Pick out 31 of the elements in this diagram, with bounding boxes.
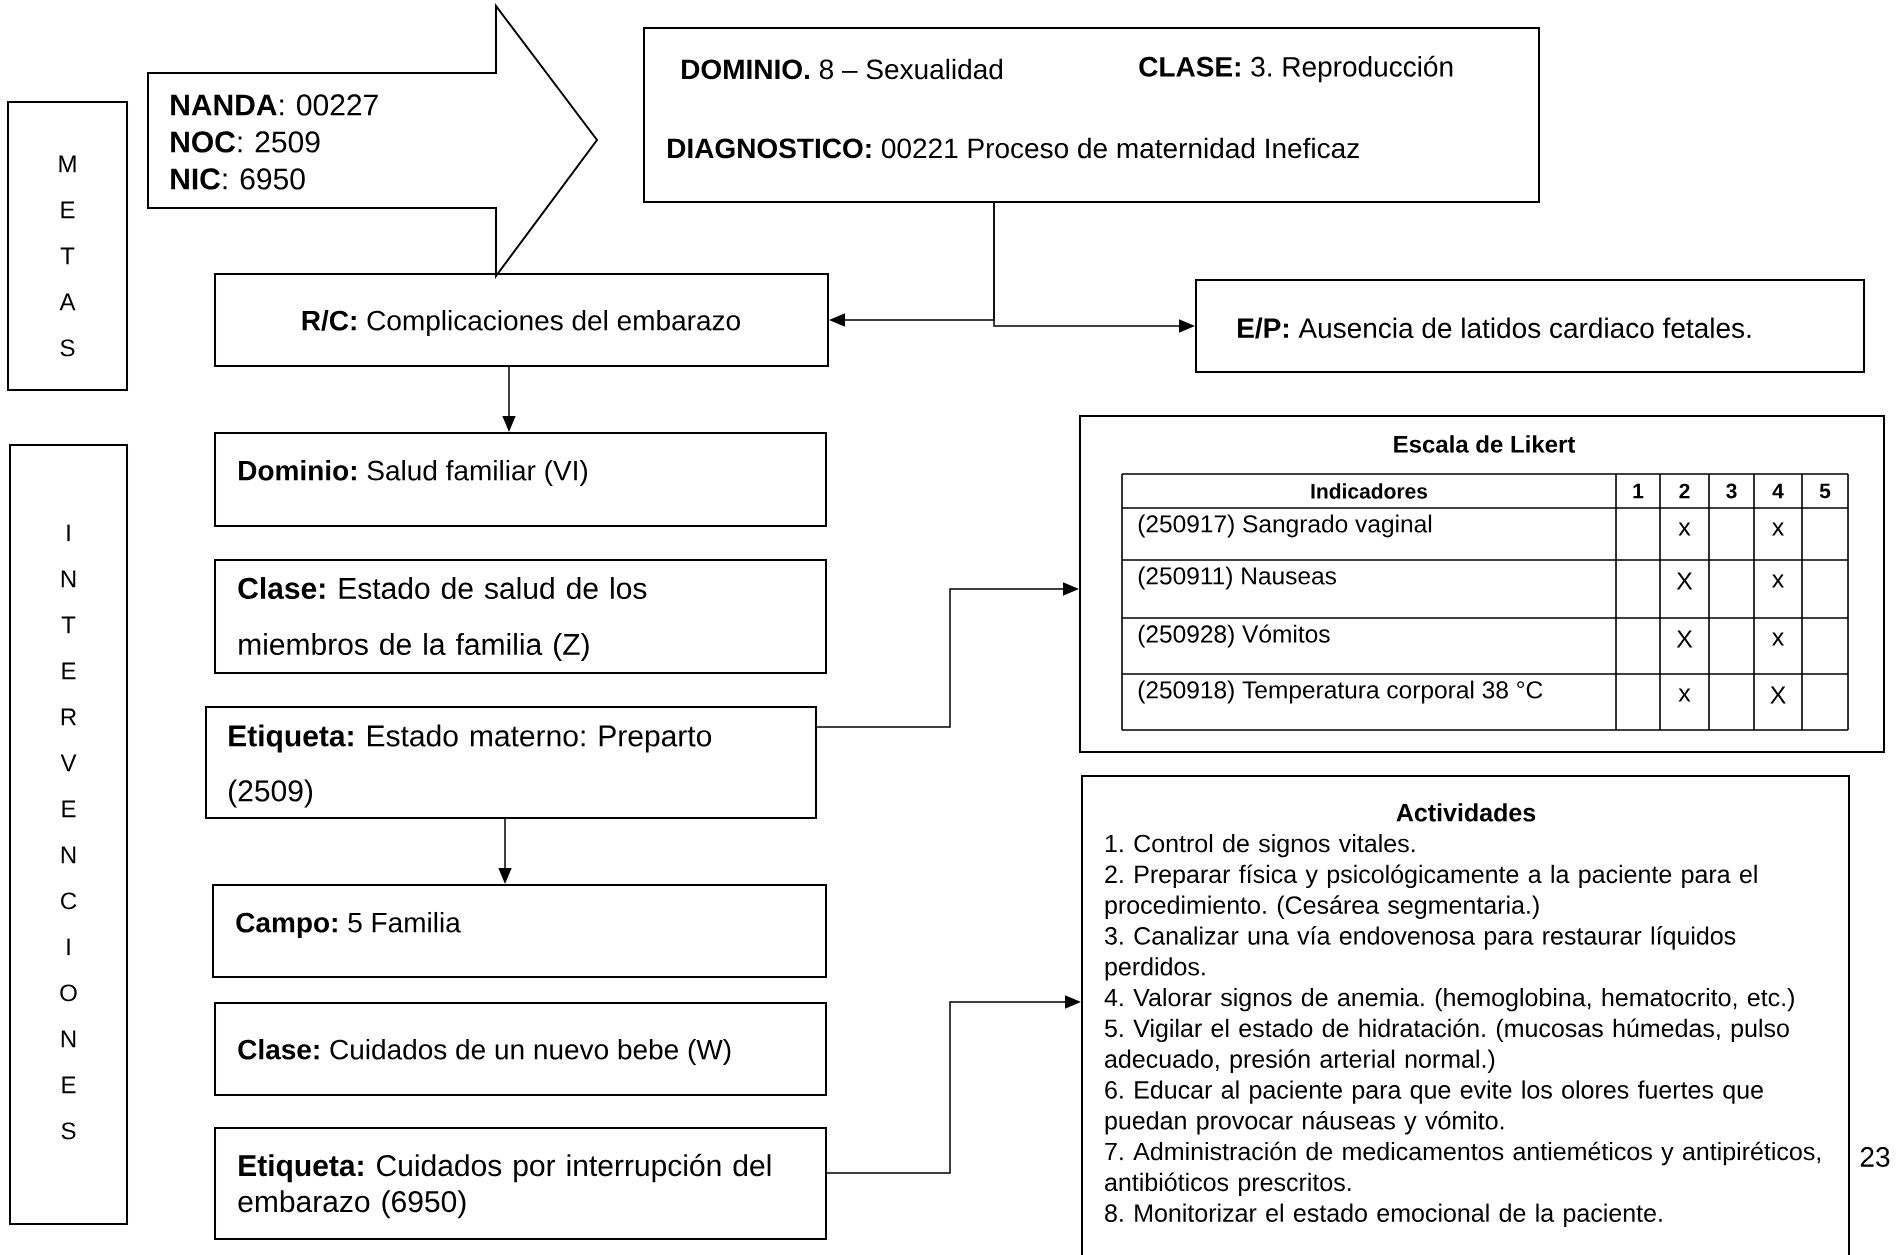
indicator-text: (250911) Nauseas (1138, 566, 1337, 590)
process-box: Clase: Cuidados de un nuevo bebe (W) (214, 1002, 827, 1096)
check-mark: X (1676, 572, 1693, 590)
indicator-text: (250917) Sangrado vaginal (1138, 514, 1432, 538)
arrow-shaped-box: NANDA: 00227 NOC: 2509 NIC: 6950 (147, 3, 599, 280)
diagnosis-box: DOMINIO. 8 – Sexualidad CLASE: 3. Reproducción DIAGNOSTICO: 00221 Proceso de maternidad Ineficaz (643, 27, 1540, 203)
indicator-text: (250918) Temperatura corporal 38 °C (1138, 680, 1543, 704)
column-header: 5 (1819, 483, 1831, 499)
process-box: R/C: Complicaciones del embarazo (214, 273, 829, 367)
column-header: Indicadores (1311, 483, 1428, 499)
process-box: Etiqueta: Estado materno: Preparto (2509) (205, 706, 817, 819)
vertical-label-box: M E T A S (7, 101, 128, 391)
process-box: Campo: 5 Familia (212, 884, 827, 978)
check-mark: X (1676, 630, 1693, 648)
activities-box: Actividades 1. Control de signos vitales. 2. Preparar física y psicológicamente a la paciente para el procedimiento. (Cesárea segmentaria.) 3. Canalizar una vía endovenosa para restaurar líquidos perdidos. 4. Valorar signos de anemia. (hemoglobina, hematocrito, etc.) 5. Vigilar el estado de hidratación. (mucosas húmedas, pulso adecuado, presión arterial normal.) 6. Educar al paciente para que evite los olores fuertes que puedan provocar náuseas y vómito. 7. Administración de medicamentos antieméticos y antipiréticos, antibióticos prescritos. 8. Monitorizar el estado emocional de la paciente. (1081, 775, 1850, 1255)
process-box: Etiqueta: Cuidados por interrupción del embarazo (6950) (214, 1127, 827, 1240)
process-box: E/P: Ausencia de latidos cardiaco fetales. (1195, 279, 1865, 373)
check-mark: x (1772, 574, 1784, 588)
process-box: Clase: Estado de salud de los miembros de la familia (Z) (214, 559, 827, 674)
check-mark: x (1678, 688, 1691, 702)
process-box: Dominio: Salud familiar (VI) (214, 432, 827, 527)
check-mark: X (1770, 686, 1786, 704)
check-mark: x (1772, 632, 1784, 646)
indicator-text: (250928) Vómitos (1138, 624, 1330, 648)
column-header: 4 (1772, 483, 1784, 499)
check-mark: x (1772, 522, 1784, 536)
column-header: 2 (1679, 483, 1690, 499)
vertical-label-box: I N T E R V E N C I O N E S (9, 444, 128, 1225)
column-header: 3 (1726, 483, 1737, 499)
check-mark: x (1678, 522, 1691, 536)
column-header: 1 (1633, 483, 1644, 499)
